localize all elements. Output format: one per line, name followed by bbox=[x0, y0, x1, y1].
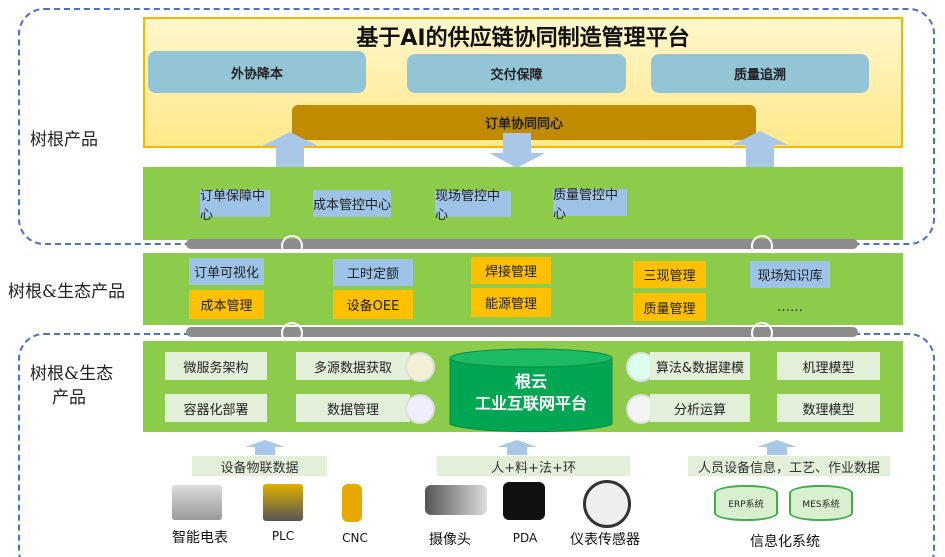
user-icon bbox=[405, 394, 435, 424]
feature-box: 微服务架构 bbox=[165, 352, 267, 380]
cloud-platform-cylinder bbox=[449, 348, 613, 433]
side-label-top: 树根产品 bbox=[30, 130, 98, 150]
feature-box: 数据管理 bbox=[296, 394, 410, 422]
up-arrow-icon bbox=[757, 440, 797, 455]
feature-box: 容器化部署 bbox=[165, 394, 267, 422]
up-arrow-icon bbox=[245, 440, 285, 455]
device-label: 摄像头 bbox=[429, 532, 471, 548]
product-box: 工时定额 bbox=[333, 259, 413, 286]
goal-box: 外协降本 bbox=[148, 51, 366, 93]
product-box: 订单可视化 bbox=[189, 258, 264, 285]
side-label-bottom-1: 树根&生态 bbox=[30, 364, 114, 384]
gauge-image bbox=[583, 480, 631, 528]
goal-box: 质量追溯 bbox=[651, 54, 869, 93]
side-label-bottom-2: 产品 bbox=[52, 388, 86, 408]
smart-meter-image bbox=[172, 485, 222, 520]
feature-box: 算法&数据建模 bbox=[650, 352, 750, 380]
erp-system-cylinder: ERP系统 bbox=[714, 485, 778, 521]
feature-box: 分析运算 bbox=[650, 394, 750, 422]
center-box: 质量管控中心 bbox=[553, 188, 627, 222]
product-box: 质量管理 bbox=[633, 293, 706, 321]
data-acquisition-icon bbox=[405, 352, 435, 382]
product-box: 焊接管理 bbox=[471, 257, 551, 284]
platform-name-1: 根云 bbox=[514, 372, 547, 391]
product-box: 成本管理 bbox=[189, 290, 264, 319]
product-box: 现场知识库 bbox=[750, 261, 830, 288]
device-label: 智能电表 bbox=[172, 530, 228, 546]
pda-image bbox=[503, 482, 545, 520]
source-label: 人员设备信息，工艺、作业数据 bbox=[688, 456, 890, 476]
plc-image bbox=[263, 484, 303, 521]
up-arrow-icon bbox=[732, 131, 788, 167]
feature-box: 机理模型 bbox=[777, 352, 880, 380]
connector-bar bbox=[186, 239, 858, 249]
mes-system-cylinder: MES系统 bbox=[789, 485, 853, 521]
up-arrow-icon bbox=[262, 132, 318, 168]
device-label: PLC bbox=[271, 529, 295, 543]
platform-name-2: 工业互联网平台 bbox=[474, 394, 587, 413]
center-box: 成本管控中心 bbox=[313, 190, 391, 217]
feature-box: 数理模型 bbox=[777, 394, 880, 422]
source-label: 设备物联数据 bbox=[192, 456, 327, 476]
more-ellipsis: …… bbox=[777, 299, 803, 315]
product-box: 能源管理 bbox=[471, 288, 551, 317]
connector-bar bbox=[186, 327, 858, 337]
product-box: 设备OEE bbox=[333, 290, 413, 319]
center-box: 现场管控中心 bbox=[435, 189, 511, 223]
side-label-middle: 树根&生态产品 bbox=[8, 282, 126, 302]
camera-image bbox=[425, 485, 487, 515]
cnc-robot-image bbox=[342, 484, 362, 522]
page-title: 基于AI的供应链协同制造管理平台 bbox=[356, 26, 690, 51]
center-box: 订单保障中心 bbox=[200, 189, 270, 223]
device-label: 信息化系统 bbox=[750, 534, 820, 550]
device-label: CNC bbox=[342, 531, 368, 545]
up-arrow-icon bbox=[497, 440, 537, 455]
source-label: 人+料+法+环 bbox=[437, 456, 630, 476]
goal-box: 交付保障 bbox=[407, 54, 626, 93]
product-box: 三现管理 bbox=[633, 261, 706, 288]
device-label: PDA bbox=[512, 531, 538, 545]
down-arrow-icon bbox=[489, 133, 545, 168]
device-label: 仪表传感器 bbox=[570, 532, 640, 548]
feature-box: 多源数据获取 bbox=[296, 352, 410, 380]
